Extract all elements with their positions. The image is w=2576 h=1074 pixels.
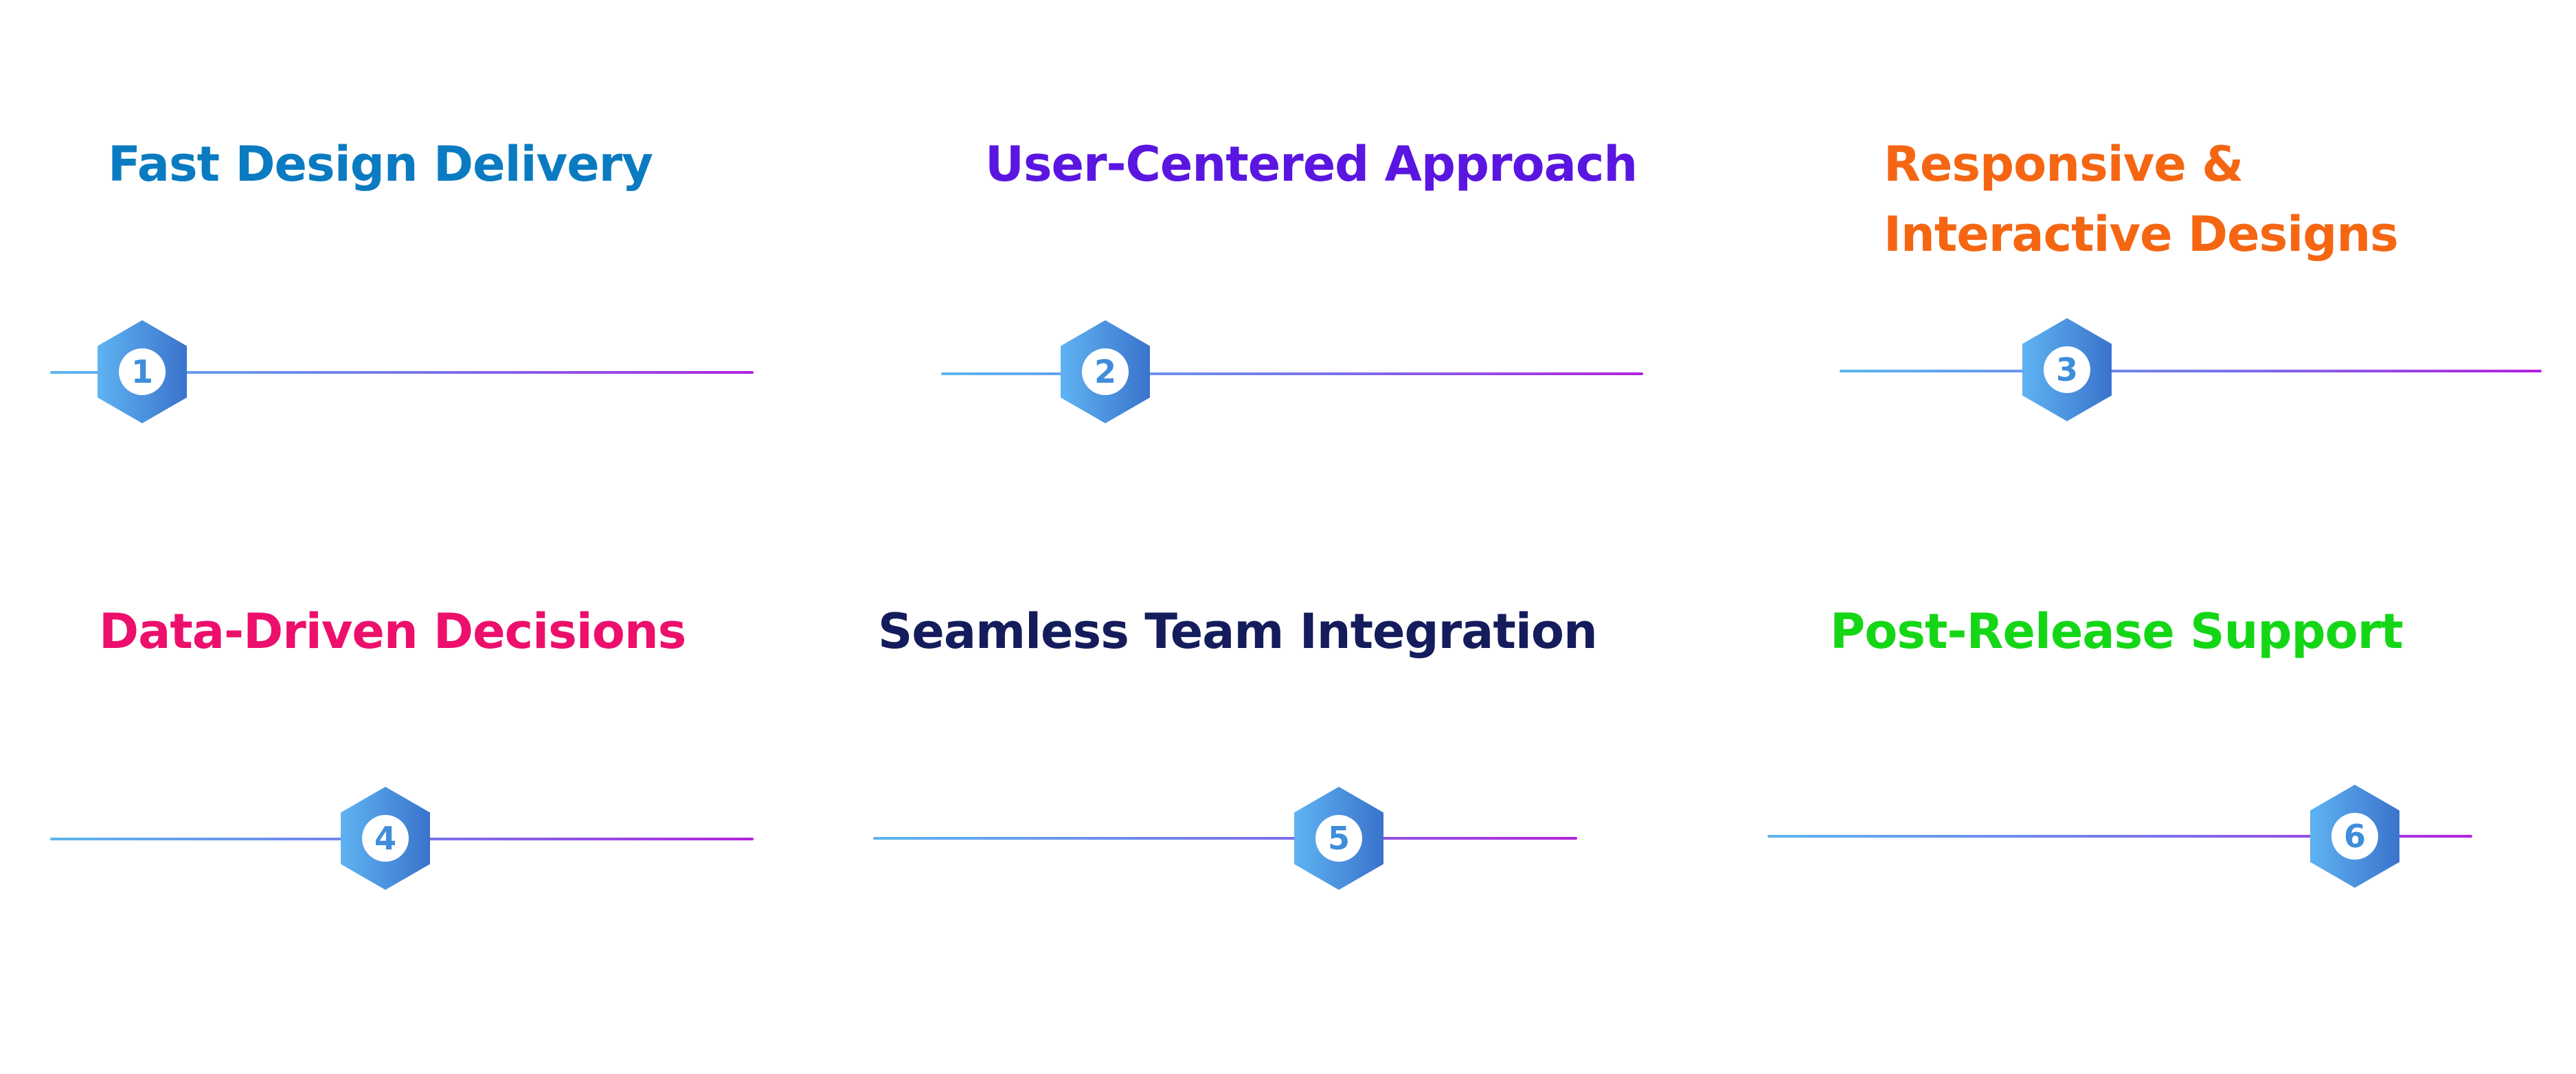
- hexagon-number-icon: 1: [98, 320, 187, 423]
- step-number: 3: [2055, 351, 2078, 388]
- hexagon-number-icon: 4: [341, 787, 430, 890]
- hexagon-number-icon: 6: [2310, 785, 2399, 888]
- feature-title: Post-Release Support: [1830, 603, 2404, 660]
- hexagon-number-icon: 3: [2022, 318, 2112, 421]
- hexagon-number-icon: 5: [1294, 787, 1383, 890]
- feature-title: Fast Design Delivery: [108, 136, 653, 192]
- timeline-line: [1840, 370, 2542, 372]
- step-number: 1: [131, 353, 153, 390]
- step-number: 6: [2343, 818, 2366, 855]
- timeline-line: [50, 371, 754, 374]
- feature-title: Data-Driven Decisions: [99, 603, 686, 660]
- feature-title: User-Centered Approach: [985, 136, 1638, 192]
- timeline-line: [873, 837, 1577, 840]
- timeline-line: [1767, 835, 2472, 838]
- step-number: 2: [1094, 353, 1116, 390]
- feature-title: Seamless Team Integration: [878, 603, 1598, 660]
- hexagon-number-icon: 2: [1061, 320, 1150, 423]
- step-number: 4: [374, 820, 396, 857]
- timeline-line: [941, 372, 1643, 375]
- feature-title: Responsive & Interactive Designs: [1884, 136, 2399, 262]
- step-number: 5: [1327, 820, 1350, 857]
